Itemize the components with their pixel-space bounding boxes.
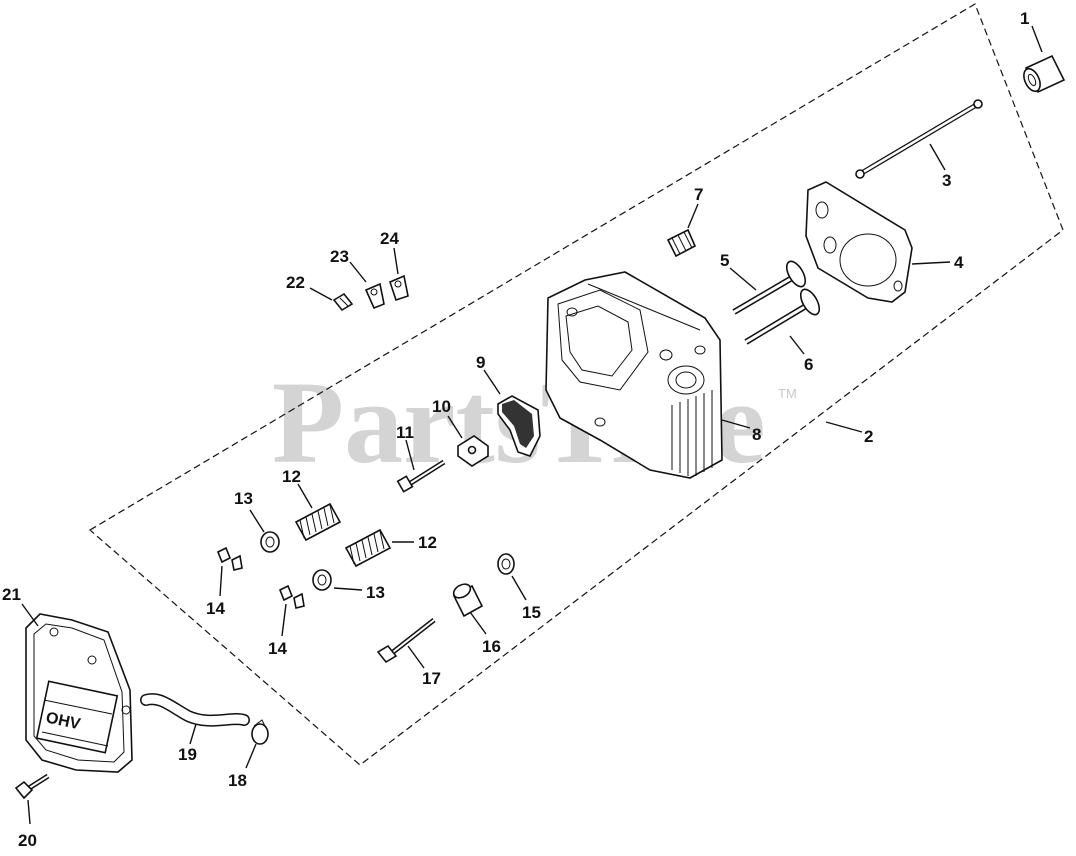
leader-22 [309, 287, 333, 301]
leader-20 [27, 799, 31, 825]
part-cylinder-head[interactable] [545, 271, 723, 479]
leader-1 [1031, 25, 1043, 53]
leader-23 [349, 261, 367, 283]
part-guide-sleeve[interactable] [451, 581, 484, 618]
callout-10[interactable]: 10 [432, 397, 451, 416]
part-breather-hose[interactable] [140, 693, 250, 727]
leader-14b [281, 603, 287, 637]
callout-15[interactable]: 15 [522, 603, 541, 622]
part-valve-cover[interactable]: OHV [25, 613, 133, 773]
part-rocker-pivot[interactable] [457, 435, 489, 467]
leader-9 [483, 369, 501, 395]
leader-8 [721, 419, 751, 429]
cover-label: OHV [44, 709, 82, 733]
callout-7[interactable]: 7 [694, 185, 703, 204]
callout-11[interactable]: 11 [396, 423, 414, 442]
part-intake-valve[interactable] [732, 258, 809, 315]
leader-11 [405, 439, 415, 471]
callout-14a[interactable]: 14 [206, 599, 225, 618]
callout-9[interactable]: 9 [476, 353, 485, 372]
leader-2 [825, 421, 863, 433]
part-rocker-stud[interactable] [396, 459, 446, 493]
part-valve-keepers-upper[interactable] [216, 546, 243, 571]
callout-17[interactable]: 17 [422, 669, 441, 688]
leader-14a [219, 565, 223, 597]
leader-7 [687, 203, 699, 229]
part-valve-keepers-lower[interactable] [278, 584, 305, 609]
callout-3[interactable]: 3 [942, 171, 951, 190]
part-spring-retainer-lower[interactable] [312, 569, 332, 591]
part-valve-spring-lower[interactable] [344, 528, 392, 568]
leader-10 [447, 415, 463, 439]
leader-16 [469, 611, 487, 635]
part-rocker-arm[interactable] [497, 395, 541, 457]
watermark-trademark: TM [778, 386, 797, 401]
callout-22[interactable]: 22 [286, 273, 305, 292]
leader-12a [297, 483, 313, 509]
leader-13a [249, 509, 265, 533]
callout-19[interactable]: 19 [178, 745, 197, 764]
part-head-bolt[interactable] [376, 618, 436, 664]
part-head-gasket[interactable] [805, 181, 913, 303]
part-valve-spring-upper[interactable] [294, 502, 342, 542]
callout-1[interactable]: 1 [1020, 9, 1029, 28]
callout-12a[interactable]: 12 [282, 467, 301, 486]
callout-14b[interactable]: 14 [268, 639, 287, 658]
leader-5 [729, 267, 757, 291]
callout-24[interactable]: 24 [380, 229, 399, 248]
callout-16[interactable]: 16 [482, 637, 501, 656]
callout-8[interactable]: 8 [752, 425, 761, 444]
part-valve-seal-washer[interactable] [497, 553, 515, 575]
leader-21 [21, 603, 39, 627]
part-cover-screw[interactable] [14, 773, 50, 800]
callout-2[interactable]: 2 [864, 427, 873, 446]
leader-19 [189, 723, 197, 745]
leader-15 [511, 575, 527, 601]
leader-24 [393, 247, 399, 275]
callout-4[interactable]: 4 [954, 253, 964, 272]
callout-12b[interactable]: 12 [418, 533, 437, 552]
leader-13b [333, 587, 363, 591]
callout-5[interactable]: 5 [720, 251, 729, 270]
leader-18 [245, 743, 257, 769]
part-exhaust-valve[interactable] [744, 286, 823, 345]
callout-13b[interactable]: 13 [366, 583, 385, 602]
callout-20[interactable]: 20 [18, 831, 37, 850]
leader-4 [911, 261, 951, 265]
part-bracket-screw[interactable] [332, 292, 354, 312]
callout-13a[interactable]: 13 [234, 489, 253, 508]
part-dowel-sleeve[interactable] [1021, 54, 1066, 94]
part-hose-clamp[interactable] [251, 719, 269, 745]
part-spring-retainer-upper[interactable] [260, 531, 280, 553]
part-bracket-24[interactable] [389, 274, 409, 302]
assembly-boundary [88, 3, 1064, 766]
part-push-rod[interactable] [855, 99, 983, 179]
callout-6[interactable]: 6 [804, 355, 813, 374]
part-breather-plug[interactable] [666, 228, 697, 258]
callout-21[interactable]: 21 [2, 585, 21, 604]
callout-18[interactable]: 18 [228, 771, 247, 790]
leader-17 [407, 645, 425, 669]
part-bracket-23[interactable] [364, 282, 385, 310]
leader-6 [789, 335, 805, 355]
callout-23[interactable]: 23 [330, 247, 349, 266]
leader-3 [929, 143, 946, 171]
